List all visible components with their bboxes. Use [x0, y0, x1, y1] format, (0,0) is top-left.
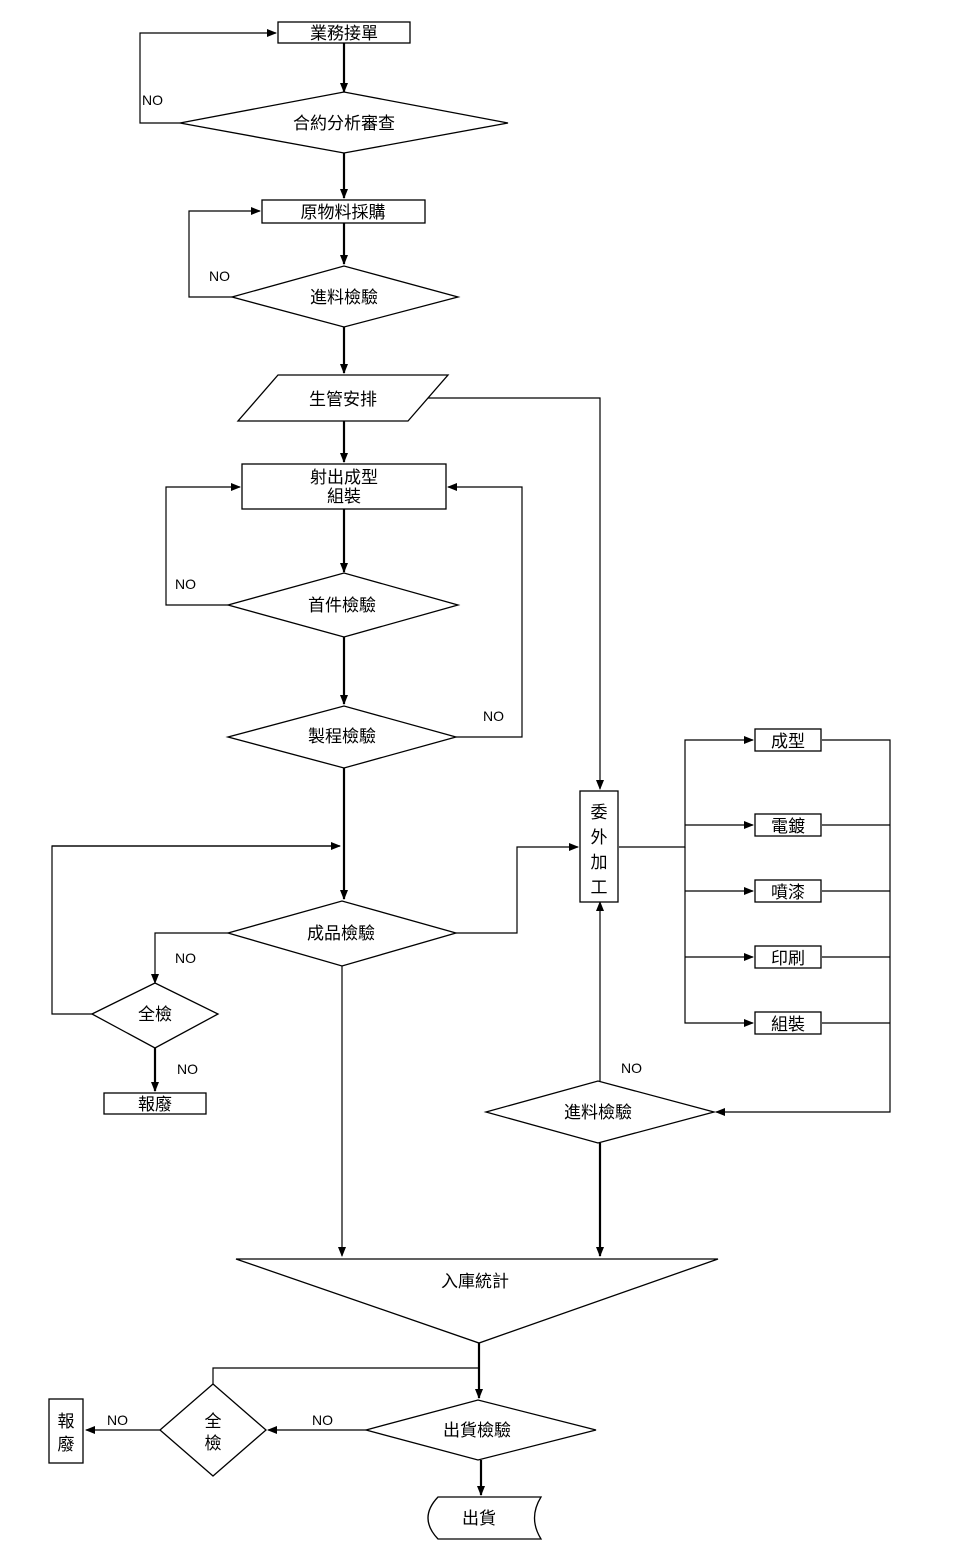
step-outsourcing-char-2: 外 — [591, 828, 608, 848]
decision-contract-review-label: 合約分析審查 — [293, 114, 395, 134]
no-labels: NO NO NO NO NO NO NO NO NO — [107, 92, 642, 1428]
no-label-incoming-2: NO — [621, 1060, 642, 1076]
no-label-finished: NO — [175, 950, 196, 966]
step-out-plating: 電鍍 — [754, 813, 822, 837]
decision-finished-inspection: 成品檢驗 — [225, 900, 459, 967]
decision-finished-inspection-label: 成品檢驗 — [307, 924, 375, 944]
step-outsourcing-char-4: 工 — [591, 878, 608, 898]
no-label-full-left: NO — [177, 1061, 198, 1077]
step-scrap-left-label: 報廢 — [138, 1095, 172, 1115]
merge-warehouse-stats-label: 入庫統計 — [441, 1272, 509, 1292]
step-out-plating-label: 電鍍 — [771, 816, 805, 837]
step-out-molding: 成型 — [754, 728, 822, 752]
step-out-printing-label: 印刷 — [771, 949, 805, 969]
step-out-molding-label: 成型 — [771, 732, 805, 752]
decision-incoming-inspection-2: 進料檢驗 — [483, 1080, 717, 1144]
io-production-planning: 生管安排 — [236, 374, 450, 422]
step-out-assembly-label: 組裝 — [771, 1015, 805, 1035]
step-outsourcing-char-3: 加 — [591, 853, 608, 873]
decision-full-inspection-left-label: 全檢 — [138, 1005, 172, 1025]
step-molding-assembly: 射出成型 組裝 — [241, 463, 447, 510]
io-production-planning-label: 生管安排 — [309, 390, 377, 410]
no-label-first-article: NO — [175, 576, 196, 592]
no-label-incoming-1: NO — [209, 268, 230, 284]
terminal-shipping: 出貨 — [427, 1496, 543, 1540]
decision-process-inspection-label: 製程檢驗 — [308, 727, 376, 747]
decision-full-inspection-bottom: 全 檢 — [159, 1383, 267, 1477]
decision-full-inspection-bottom-char-2: 檢 — [205, 1434, 222, 1454]
terminal-shipping-label: 出貨 — [462, 1509, 496, 1529]
step-outsourcing-char-1: 委 — [591, 803, 608, 823]
merge-warehouse-stats: 入庫統計 — [235, 1258, 719, 1344]
decision-full-inspection-left: 全檢 — [90, 982, 220, 1049]
step-molding-label: 射出成型 — [310, 468, 378, 488]
no-label-shipping: NO — [312, 1412, 333, 1428]
step-scrap-bottom-char-2: 廢 — [58, 1435, 75, 1455]
step-out-printing: 印刷 — [754, 945, 822, 969]
decision-shipping-inspection-label: 出貨檢驗 — [443, 1421, 511, 1441]
decision-first-article: 首件檢驗 — [225, 572, 461, 638]
decision-shipping-inspection: 出貨檢驗 — [363, 1399, 597, 1461]
decision-incoming-inspection-1: 進料檢驗 — [229, 265, 461, 328]
step-out-painting: 噴漆 — [754, 879, 822, 903]
step-order-intake-label: 業務接單 — [310, 24, 378, 44]
decision-full-inspection-bottom-char-1: 全 — [205, 1412, 222, 1432]
decision-process-inspection: 製程檢驗 — [225, 705, 459, 769]
no-label-full-bottom: NO — [107, 1412, 128, 1428]
connectors — [51, 29, 891, 1496]
step-outsourcing: 委 外 加 工 — [579, 790, 619, 903]
step-material-purchase-label: 原物料採購 — [301, 203, 386, 223]
decision-contract-review: 合約分析審查 — [179, 91, 509, 154]
decision-incoming-inspection-1-label: 進料檢驗 — [310, 288, 378, 308]
step-out-painting-label: 噴漆 — [771, 883, 805, 903]
step-scrap-left: 報廢 — [103, 1092, 207, 1115]
step-out-assembly: 組裝 — [754, 1011, 822, 1035]
step-scrap-bottom-char-1: 報 — [58, 1412, 75, 1432]
decision-incoming-inspection-2-label: 進料檢驗 — [564, 1103, 632, 1123]
step-assembly-label: 組裝 — [327, 487, 361, 507]
decision-first-article-label: 首件檢驗 — [308, 596, 376, 616]
step-material-purchase: 原物料採購 — [261, 199, 426, 224]
no-label-process: NO — [483, 708, 504, 724]
no-label-contract-review: NO — [142, 92, 163, 108]
step-order-intake: 業務接單 — [277, 21, 411, 44]
step-scrap-bottom: 報 廢 — [48, 1398, 84, 1464]
